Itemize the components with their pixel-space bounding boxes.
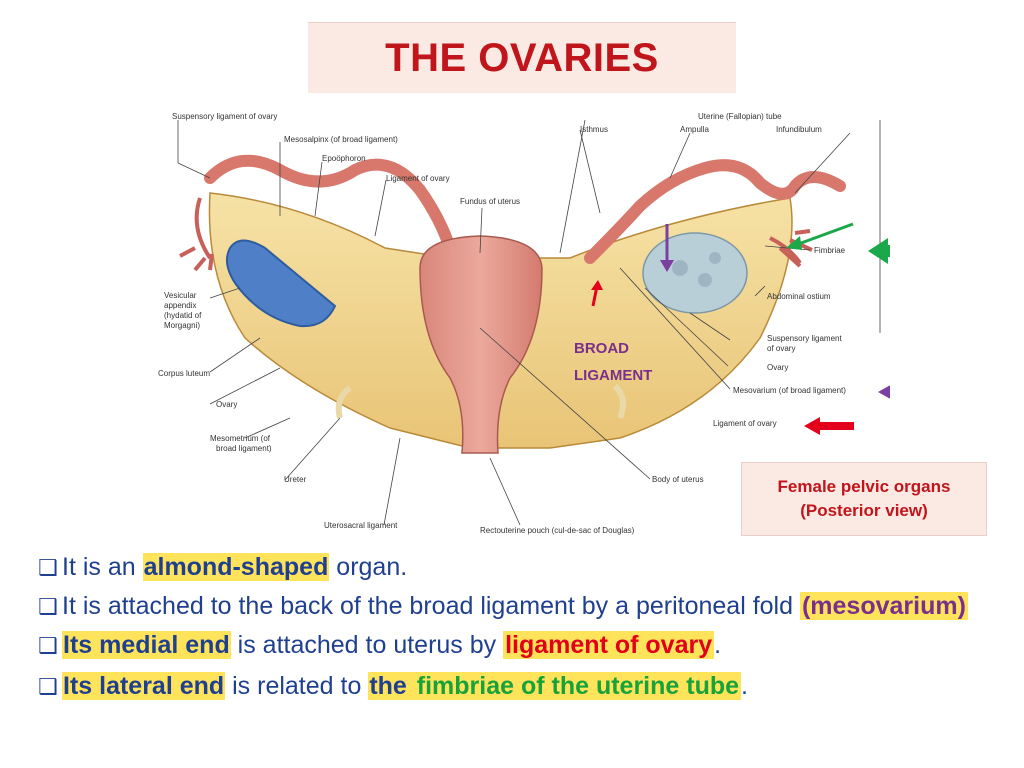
left-uterine-tube [204,154,456,254]
broad-ligament-line2: LIGAMENT [574,367,653,384]
label-suspensory-ligament-right: Suspensory ligament [767,334,842,343]
label-uterine-tube: Uterine (Fallopian) tube [698,112,782,121]
label-mesometrium-1: Mesometrium (of [210,434,271,443]
bullet-4-mid: is related to [225,672,369,700]
caption-line2: (Posterior view) [800,501,928,520]
right-ovary [642,232,748,314]
bullet-3-post: . [714,631,722,659]
label-abdominal-ostium: Abdominal ostium [767,292,831,301]
label-vesicular-3: (hydatid of [164,311,202,320]
bullet-1-pre: It is an [62,553,143,581]
label-fundus: Fundus of uterus [460,197,520,206]
pelvic-organs-diagram: Suspensory ligament of ovary Mesosalpinx… [150,108,890,540]
green-arrow-fimbriae [786,222,854,250]
bullet-3-mid: is attached to uterus by [230,631,504,659]
left-ovary-highlight [225,239,337,328]
page-title: THE OVARIES [385,35,659,80]
label-ureter: Ureter [284,475,307,484]
bullet-4-highlight-2: the [368,672,408,700]
right-fimbriae [769,229,813,268]
leader-lines [177,119,881,526]
label-infundibulum: Infundibulum [776,125,822,134]
bullet-4-highlight-3: fimbriae of the uterine tube [407,672,742,700]
bullet-4-post: . [741,672,748,700]
purple-arrow-ovary [660,224,674,272]
label-vesicular-4: Morgagni) [164,321,200,330]
bullet-2: ❑It is attached to the back of the broad… [38,591,998,622]
caption-line1: Female pelvic organs [777,477,951,496]
label-suspensory-ligament-right-2: of ovary [767,344,795,353]
figure-caption: Female pelvic organs (Posterior view) [741,462,987,536]
label-ligament-of-ovary-right: Ligament of ovary [713,419,777,428]
label-mesovarium: Mesovarium (of broad ligament) [733,386,846,395]
broad-ligament-label: BROAD LIGAMENT [574,335,652,389]
bullet-4: ❑Its lateral end is related to the fimbr… [38,669,998,704]
anatomy-illustration: Suspensory ligament of ovary Mesosalpinx… [158,112,890,535]
label-mesometrium-2: broad ligament) [216,444,272,453]
label-vesicular-2: appendix [164,301,196,310]
broad-ligament-line1: BROAD [574,340,629,357]
bullet-1-post: organ. [329,553,408,581]
label-mesosalpinx: Mesosalpinx (of broad ligament) [284,135,398,144]
left-fimbriae [179,197,214,272]
bullet-2-highlight: (mesovarium) [799,592,968,620]
bullet-list: ❑It is an almond-shaped organ. ❑It is at… [38,550,998,710]
bullet-2-pre: It is attached to the back of the broad … [62,592,800,620]
label-ligament-of-ovary-left: Ligament of ovary [386,174,450,183]
checkbox-bullet-icon: ❑ [38,633,58,658]
checkbox-bullet-icon: ❑ [38,555,58,580]
red-arrow-ligament-of-ovary [804,417,854,435]
label-ovary-left: Ovary [216,400,237,409]
label-ovary-right: Ovary [767,363,788,372]
label-suspensory-ligament-left: Suspensory ligament of ovary [172,112,277,121]
checkbox-bullet-icon: ❑ [38,674,58,699]
green-arrow-label [868,238,890,264]
bullet-3-highlight-2: ligament of ovary [503,631,715,659]
label-body-of-uterus: Body of uterus [652,475,704,484]
label-ampulla: Ampulla [680,125,709,134]
label-vesicular-1: Vesicular [164,291,197,300]
bullet-4-highlight-1: Its lateral end [62,672,226,700]
purple-arrow-mesovarium [878,385,890,399]
bullet-3-highlight-1: Its medial end [62,631,231,659]
label-corpus-luteum: Corpus luteum [158,369,210,378]
title-box: THE OVARIES [308,22,736,93]
label-fimbriae: Fimbriae [814,246,846,255]
red-arrow-broad-ligament [591,280,603,307]
label-uterosacral: Uterosacral ligament [324,521,398,530]
label-isthmus: Isthmus [580,125,608,134]
label-rectouterine: Rectouterine pouch (cul-de-sac of Dougla… [480,526,635,535]
bullet-1-highlight: almond-shaped [142,553,330,581]
label-epoophoron: Epoöphoron [322,154,366,163]
bullet-3: ❑Its medial end is attached to uterus by… [38,628,998,663]
bullet-1: ❑It is an almond-shaped organ. [38,550,998,585]
checkbox-bullet-icon: ❑ [38,594,58,619]
uterus [419,235,543,454]
right-uterine-tube [584,159,846,264]
